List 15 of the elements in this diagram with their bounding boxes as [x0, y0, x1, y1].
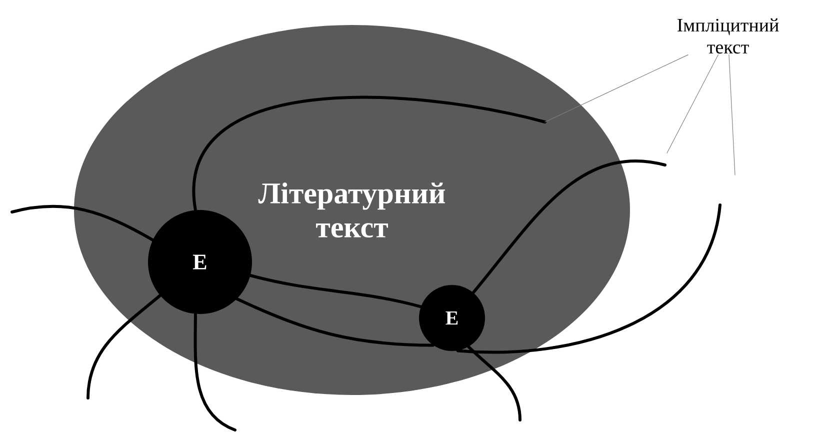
leader-line — [666, 54, 719, 154]
circle-node: E — [419, 285, 485, 351]
circle-node: E — [148, 210, 252, 314]
curve-line — [472, 160, 666, 294]
curve-line — [10, 204, 154, 242]
curve-line — [194, 312, 236, 432]
leader-line — [728, 54, 736, 176]
curve-line — [456, 204, 722, 354]
curve-line — [86, 294, 162, 400]
curve-line — [467, 345, 522, 422]
curve-line — [248, 274, 422, 308]
callout-text: Імпліцитний текст — [678, 18, 779, 54]
curve-line — [193, 96, 546, 212]
curve-line — [235, 297, 434, 347]
leader-line — [544, 54, 688, 122]
